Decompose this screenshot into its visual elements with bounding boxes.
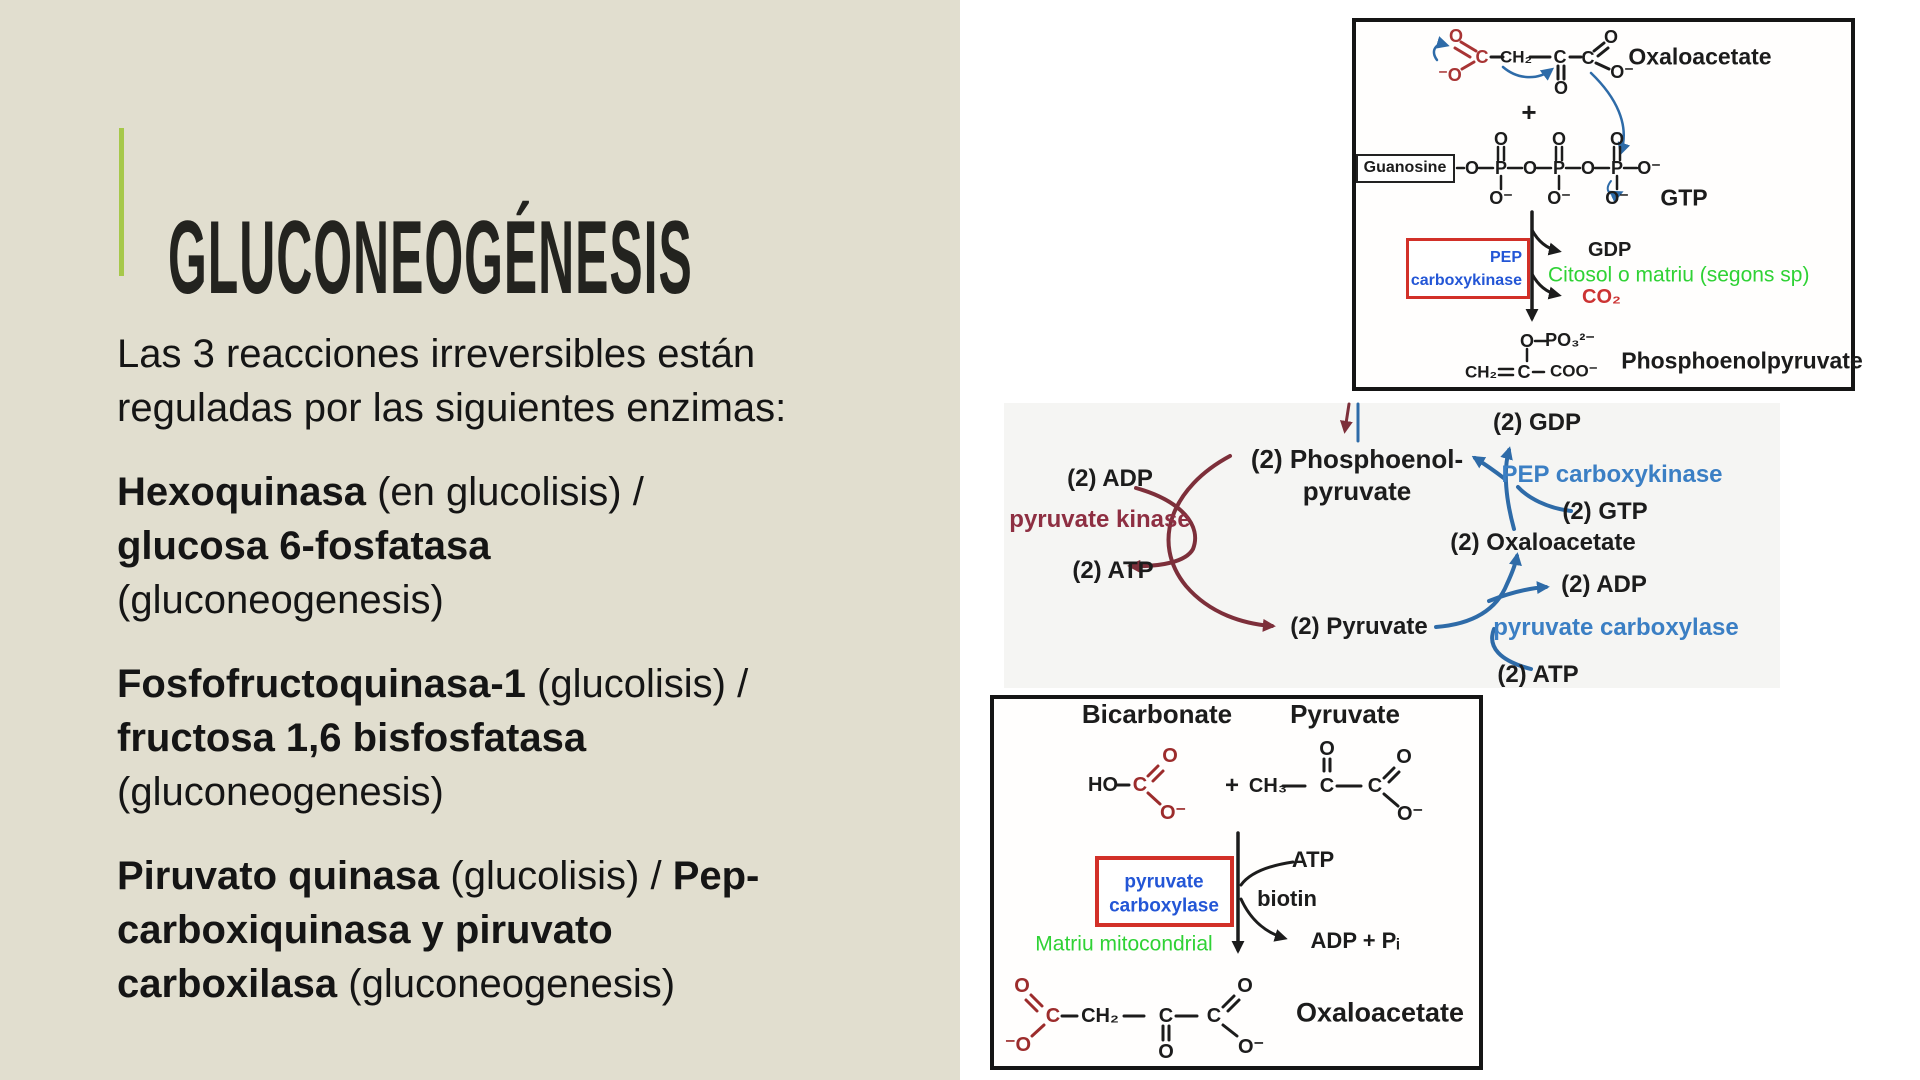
guanosine-label: Guanosine — [1363, 159, 1447, 176]
enzyme-pep-carboxykinase: PEP carboxykinase — [1501, 461, 1723, 488]
atom-p: P — [1552, 158, 1566, 178]
enzyme-pep-line2: carboxykinase — [1410, 272, 1522, 289]
adp-pi-label: ADP + Pᵢ — [1310, 928, 1400, 953]
atom-o: O — [1519, 331, 1535, 351]
atom-c: C — [1475, 47, 1489, 67]
enzyme-pyruvate-kinase: pyruvate kinase — [1009, 506, 1191, 533]
atom-o: O — [1158, 1041, 1174, 1063]
atom-o: O — [1553, 78, 1569, 98]
atom-p: P — [1494, 158, 1508, 178]
location-label: Citosol o matriu (segons sp) — [1548, 263, 1810, 287]
atom-o: O — [1551, 129, 1567, 149]
gtp-count-label: (2) GTP — [1562, 498, 1648, 525]
atp-count-label-left: (2) ATP — [1072, 557, 1154, 584]
atom-o: O — [1237, 975, 1253, 997]
atom-ho: HO — [1088, 774, 1118, 796]
atom-o: O — [1396, 746, 1412, 768]
gdp-count-label: (2) GDP — [1492, 409, 1582, 436]
pep-carboxykinase-reaction-box — [1352, 18, 1855, 391]
plus-sign: + — [1224, 772, 1240, 799]
enzyme-pep-line1: PEP — [1489, 249, 1522, 266]
molecule-label-gtp: GTP — [1660, 184, 1708, 211]
atom-c: C — [1158, 1005, 1174, 1027]
enzyme-box-line2: carboxylase — [1109, 895, 1219, 917]
plus-sign: + — [1521, 97, 1537, 127]
atom-ch2: CH₂ — [1081, 1005, 1119, 1027]
atom-o: O — [1014, 975, 1030, 997]
carboxyl-group: COO⁻ — [1550, 361, 1598, 381]
enzyme-box-line1: pyruvate — [1124, 871, 1204, 893]
body-paragraph: Fosfofructoquinasa-1 (glucolisis) /fruct… — [117, 662, 749, 814]
atom-ch2: CH₂ — [1464, 362, 1498, 382]
atom-o: O — [1162, 745, 1178, 767]
atom-o-minus: O⁻ — [1605, 188, 1629, 208]
atom-c: C — [1367, 775, 1383, 797]
pyruvate-header: Pyruvate — [1290, 699, 1400, 729]
molecule-label-phosphoenolpyruvate: Phosphoenolpyruvate — [1621, 347, 1863, 374]
biotin-label: biotin — [1257, 886, 1317, 911]
atom-o-minus: ⁻O — [1438, 65, 1462, 85]
enzyme-pyruvate-carboxylase: pyruvate carboxylase — [1493, 614, 1739, 641]
guanosine-box — [1356, 154, 1455, 183]
atom-o-minus: ⁻O — [1004, 1034, 1032, 1056]
oxaloacetate-count-label: (2) Oxaloacetate — [1450, 529, 1636, 556]
atom-o: O — [1609, 129, 1625, 149]
gdp-label: GDP — [1588, 239, 1632, 261]
atom-o-minus: O⁻ — [1237, 1036, 1265, 1058]
atp-label: ATP — [1291, 847, 1335, 872]
atom-o: O — [1603, 27, 1619, 47]
atp-count-label-right: (2) ATP — [1497, 661, 1579, 688]
atom-o-minus: O⁻ — [1547, 188, 1571, 208]
atom-o: O — [1464, 158, 1480, 178]
atom-o-minus: O⁻ — [1489, 188, 1513, 208]
atom-c: C — [1132, 774, 1148, 796]
matrix-label: Matriu mitocondrial — [1035, 932, 1213, 956]
pyruvate-carboxylase-enzyme-box — [1095, 856, 1234, 927]
atom-c: C — [1206, 1005, 1222, 1027]
atom-o: O — [1319, 738, 1335, 760]
atom-o-minus: O⁻ — [1396, 803, 1424, 825]
pyruvate-count-label: (2) Pyruvate — [1290, 613, 1428, 640]
atom-c: C — [1581, 48, 1595, 68]
atom-p: P — [1610, 158, 1624, 178]
atom-c: C — [1553, 47, 1567, 67]
pep-count-label-line2: pyruvate — [1302, 476, 1412, 506]
atom-c: C — [1045, 1005, 1061, 1027]
pep-carboxykinase-enzyme-box — [1406, 238, 1530, 299]
atom-o: O — [1580, 158, 1596, 178]
atom-c: C — [1319, 775, 1335, 797]
phosphate-group: PO₃²⁻ — [1545, 330, 1595, 350]
atom-ch2: CH₂ — [1499, 47, 1533, 67]
adp-count-label-left: (2) ADP — [1067, 465, 1153, 492]
atom-o: O — [1493, 129, 1509, 149]
molecule-label-oxaloacetate: Oxaloacetate — [1628, 43, 1772, 70]
co2-label: CO₂ — [1582, 286, 1621, 308]
atom-o: O — [1448, 26, 1464, 46]
molecule-label-oxaloacetate: Oxaloacetate — [1295, 997, 1465, 1028]
atom-ch3: CH₃ — [1248, 775, 1288, 797]
atom-o-minus: O⁻ — [1637, 158, 1661, 178]
bicarbonate-header: Bicarbonate — [1081, 699, 1233, 729]
page-title: GLUCONEOGÉNESIS — [168, 199, 693, 316]
title-accent-bar — [119, 128, 124, 276]
atom-c: C — [1517, 362, 1531, 382]
adp-count-label-right: (2) ADP — [1561, 571, 1647, 598]
pep-count-label-line1: (2) Phosphoenol- — [1250, 444, 1464, 474]
body-paragraph: Piruvato quinasa (glucolisis) / Pep-carb… — [117, 854, 760, 1006]
body-paragraph: Hexoquinasa (en glucolisis) /glucosa 6-f… — [117, 470, 644, 622]
atom-o: O — [1522, 158, 1538, 178]
atom-o-minus: O⁻ — [1159, 802, 1187, 824]
